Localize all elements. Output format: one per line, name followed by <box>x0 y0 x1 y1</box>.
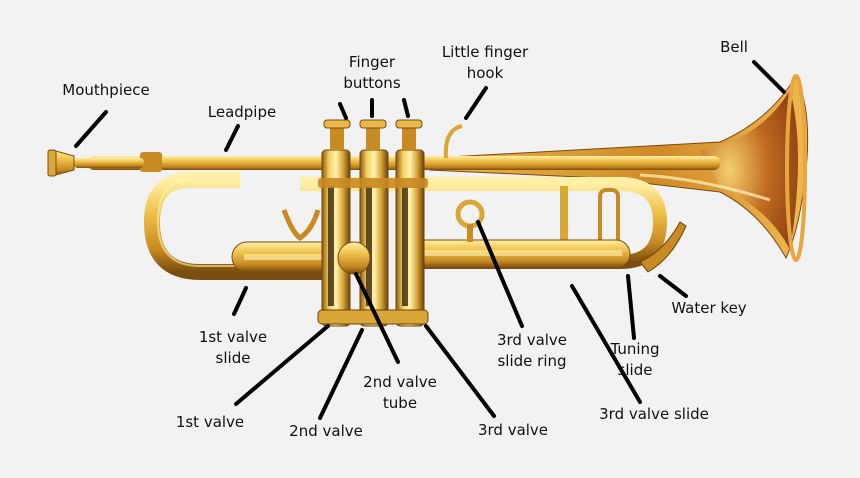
label-third-valve-slide: 3rd valve slide <box>599 405 709 423</box>
label-tuning-slide: Tuning slide <box>610 340 660 379</box>
leader-water-key <box>658 274 688 298</box>
label-bell: Bell <box>720 38 748 56</box>
third-valve-slide-shape <box>399 199 631 269</box>
leader-mouthpiece <box>74 110 108 148</box>
leader-lines <box>74 60 786 420</box>
tuning-slide-shape <box>300 177 668 269</box>
leader-third-valve-slide-ring <box>476 220 524 328</box>
label-third-valve-slide-ring: 3rd valve slide ring <box>496 331 568 370</box>
label-third-valve: 3rd valve <box>477 421 549 439</box>
leader-bell <box>752 60 786 94</box>
label-finger-buttons: Finger buttons <box>343 53 401 92</box>
label-second-valve-tube: 2nd valve tube <box>363 373 437 412</box>
leader-finger-buttons-3 <box>402 98 410 118</box>
little-finger-hook-shape <box>443 124 463 159</box>
label-first-valve-slide: 1st valve slide <box>198 328 268 367</box>
leader-third-valve <box>424 324 496 418</box>
leader-third-valve-slide <box>570 284 642 404</box>
first-valve-slide-shape <box>231 209 343 273</box>
water-key-shape <box>639 221 687 273</box>
finger-buttons-shape <box>323 119 423 150</box>
leader-second-valve-tube <box>354 272 400 364</box>
label-first-valve: 1st valve <box>175 413 245 431</box>
second-valve-tube-shape <box>337 241 371 275</box>
leader-tuning-slide <box>626 274 636 340</box>
label-second-valve: 2nd valve <box>289 422 363 440</box>
leader-finger-buttons-1 <box>338 102 348 120</box>
label-leadpipe: Leadpipe <box>207 103 277 121</box>
leader-second-valve <box>318 328 364 420</box>
label-mouthpiece: Mouthpiece <box>62 81 150 99</box>
label-little-finger-hook: Little finger hook <box>441 43 529 82</box>
label-water-key: Water key <box>671 299 747 317</box>
leader-leadpipe <box>224 124 240 152</box>
leader-first-valve <box>234 324 330 406</box>
leader-first-valve-slide <box>232 286 248 316</box>
valve-casings <box>317 149 429 327</box>
leader-little-finger-hook <box>464 86 488 120</box>
mouthpiece-shape <box>47 149 144 177</box>
